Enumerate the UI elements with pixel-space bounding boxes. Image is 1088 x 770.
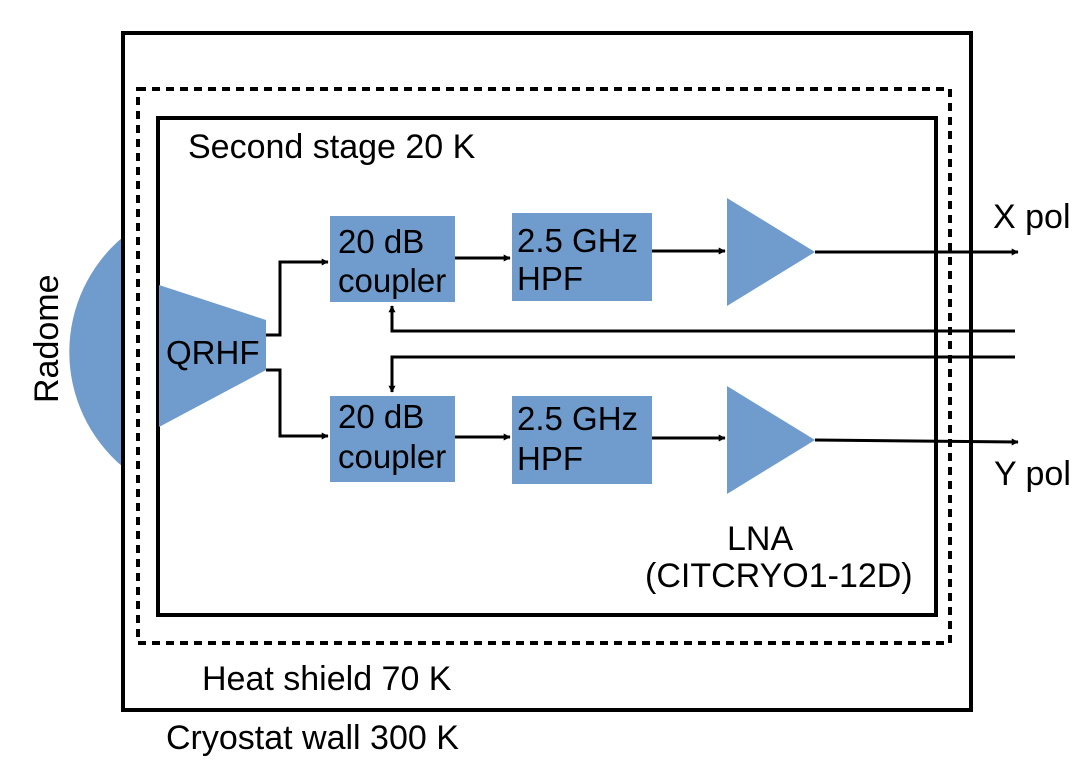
coupler-bottom-line1: 20 dB <box>338 398 424 435</box>
coupler-bottom-line2: coupler <box>338 438 446 475</box>
heat-shield-label: Heat shield 70 K <box>202 660 452 698</box>
coupler-top-line2: coupler <box>338 262 446 299</box>
hpf-top-block <box>512 213 652 301</box>
coupler-top-block <box>330 216 455 302</box>
hpf-bottom-block <box>512 396 652 484</box>
signal-lines <box>266 247 1019 446</box>
qrhf-label: QRHF <box>166 334 260 371</box>
lna-label-line2: (CITCRYO1-12D) <box>645 557 913 595</box>
qrhf-horn <box>159 285 266 427</box>
x-pol-label: X pol <box>993 198 1071 236</box>
lna-label-line1: LNA <box>727 520 793 558</box>
radome-shape <box>69 237 123 467</box>
lna-bottom-triangle <box>727 386 815 494</box>
cryostat-wall-label: Cryostat wall 300 K <box>166 719 459 757</box>
second-stage-label: Second stage 20 K <box>188 128 476 166</box>
coupler-bottom-block <box>330 396 455 482</box>
heat-shield-box <box>136 87 952 645</box>
radome-label: Radome <box>28 274 66 403</box>
second-stage-box <box>156 116 938 617</box>
lna-top-triangle <box>727 198 815 306</box>
hpf-top-line2: HPF <box>517 260 583 297</box>
y-pol-label: Y pol <box>994 455 1071 493</box>
cryostat-wall-box <box>121 31 973 712</box>
coupler-top-line1: 20 dB <box>338 223 424 260</box>
hpf-top-line1: 2.5 GHz <box>517 222 638 259</box>
hpf-bottom-line2: HPF <box>517 440 583 477</box>
hpf-bottom-line1: 2.5 GHz <box>517 400 638 437</box>
